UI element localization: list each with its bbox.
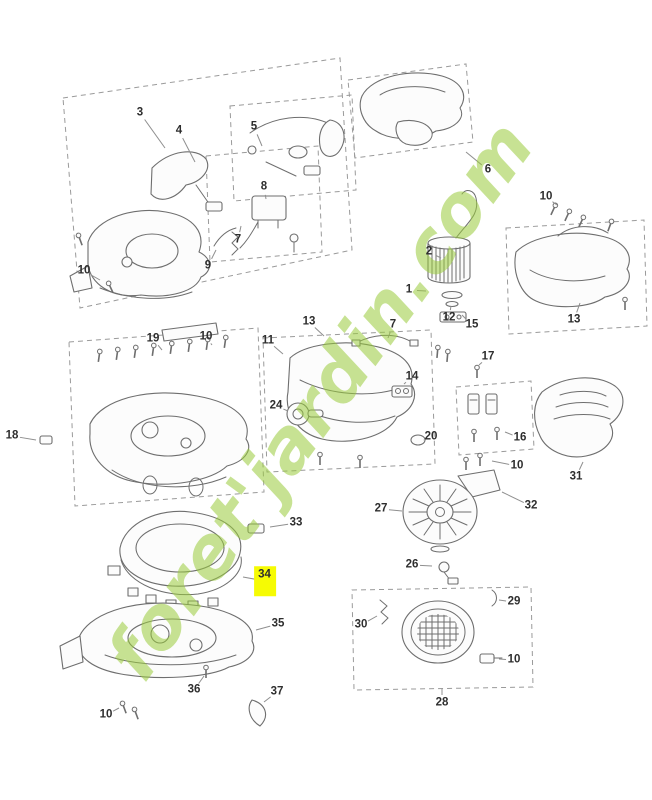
part-callout[interactable]: 29 [507, 595, 521, 608]
part-callout[interactable]: 36 [187, 683, 201, 696]
clip-drawing [248, 699, 267, 727]
part-callout[interactable]: 10 [77, 264, 91, 277]
part-callout[interactable]: 1 [405, 283, 413, 296]
part-callout[interactable]: 5 [250, 120, 258, 133]
part-callout[interactable]: 10 [539, 190, 553, 203]
part-callout[interactable]: 24 [269, 399, 283, 412]
part-callout[interactable]: 30 [354, 618, 368, 631]
lower-shell-drawing [59, 602, 255, 679]
part-callout[interactable]: 10 [99, 708, 113, 721]
part-callout[interactable]: 31 [569, 470, 583, 483]
part-callout[interactable]: 12 [442, 311, 456, 324]
clamp-band-drawing [107, 510, 265, 610]
rear-guard-drawing [534, 377, 624, 458]
part-callout[interactable]: 27 [374, 502, 388, 515]
part-callout[interactable]: 4 [175, 124, 183, 137]
part-callout[interactable]: 26 [405, 558, 419, 571]
part-callout[interactable]: 13 [302, 315, 316, 328]
part-callout-highlighted[interactable]: 34 [254, 566, 276, 596]
part-callout[interactable]: 10 [507, 653, 521, 666]
part-callout[interactable]: 3 [136, 106, 144, 119]
left-housing-drawing [39, 322, 250, 497]
throttle-parts-drawing [247, 116, 345, 177]
part-callout[interactable]: 18 [5, 429, 19, 442]
part-callout[interactable]: 11 [261, 334, 275, 347]
part-callout[interactable]: 7 [389, 318, 397, 331]
part-callout[interactable]: 15 [465, 318, 479, 331]
part-callout[interactable]: 2 [425, 245, 433, 258]
part-callout[interactable]: 10 [199, 330, 213, 343]
leader-lines [19, 119, 584, 712]
part-callout[interactable]: 35 [271, 617, 285, 630]
part-callout[interactable]: 19 [146, 332, 160, 345]
part-callout[interactable]: 13 [567, 313, 581, 326]
part-callout[interactable]: 16 [513, 431, 527, 444]
part-callout[interactable]: 33 [289, 516, 303, 529]
part-callout[interactable]: 14 [405, 370, 419, 383]
motor-stator-drawing [427, 190, 478, 323]
small-parts-box-drawing [467, 393, 498, 415]
fan-wheel-drawing [402, 479, 478, 585]
part-callout[interactable]: 6 [484, 163, 492, 176]
upper-housing-drawing [69, 209, 210, 299]
part-callout[interactable]: 32 [524, 499, 538, 512]
part-callout[interactable]: 20 [424, 430, 438, 443]
part-callout[interactable]: 28 [435, 696, 449, 709]
part-callout[interactable]: 37 [270, 685, 284, 698]
part-callout[interactable]: 7 [234, 233, 242, 246]
part-callout[interactable]: 17 [481, 350, 495, 363]
middle-housing-drawing [286, 334, 426, 446]
part-callout[interactable]: 9 [204, 259, 212, 272]
part-callout[interactable]: 8 [260, 180, 268, 193]
right-housing-drawing [514, 226, 630, 308]
handle-bracket-drawing [150, 151, 237, 247]
top-housing-drawing [359, 72, 465, 146]
ignition-coil-drawing [231, 195, 299, 256]
intake-screen-drawing [379, 589, 503, 664]
part-callout[interactable]: 10 [510, 459, 524, 472]
